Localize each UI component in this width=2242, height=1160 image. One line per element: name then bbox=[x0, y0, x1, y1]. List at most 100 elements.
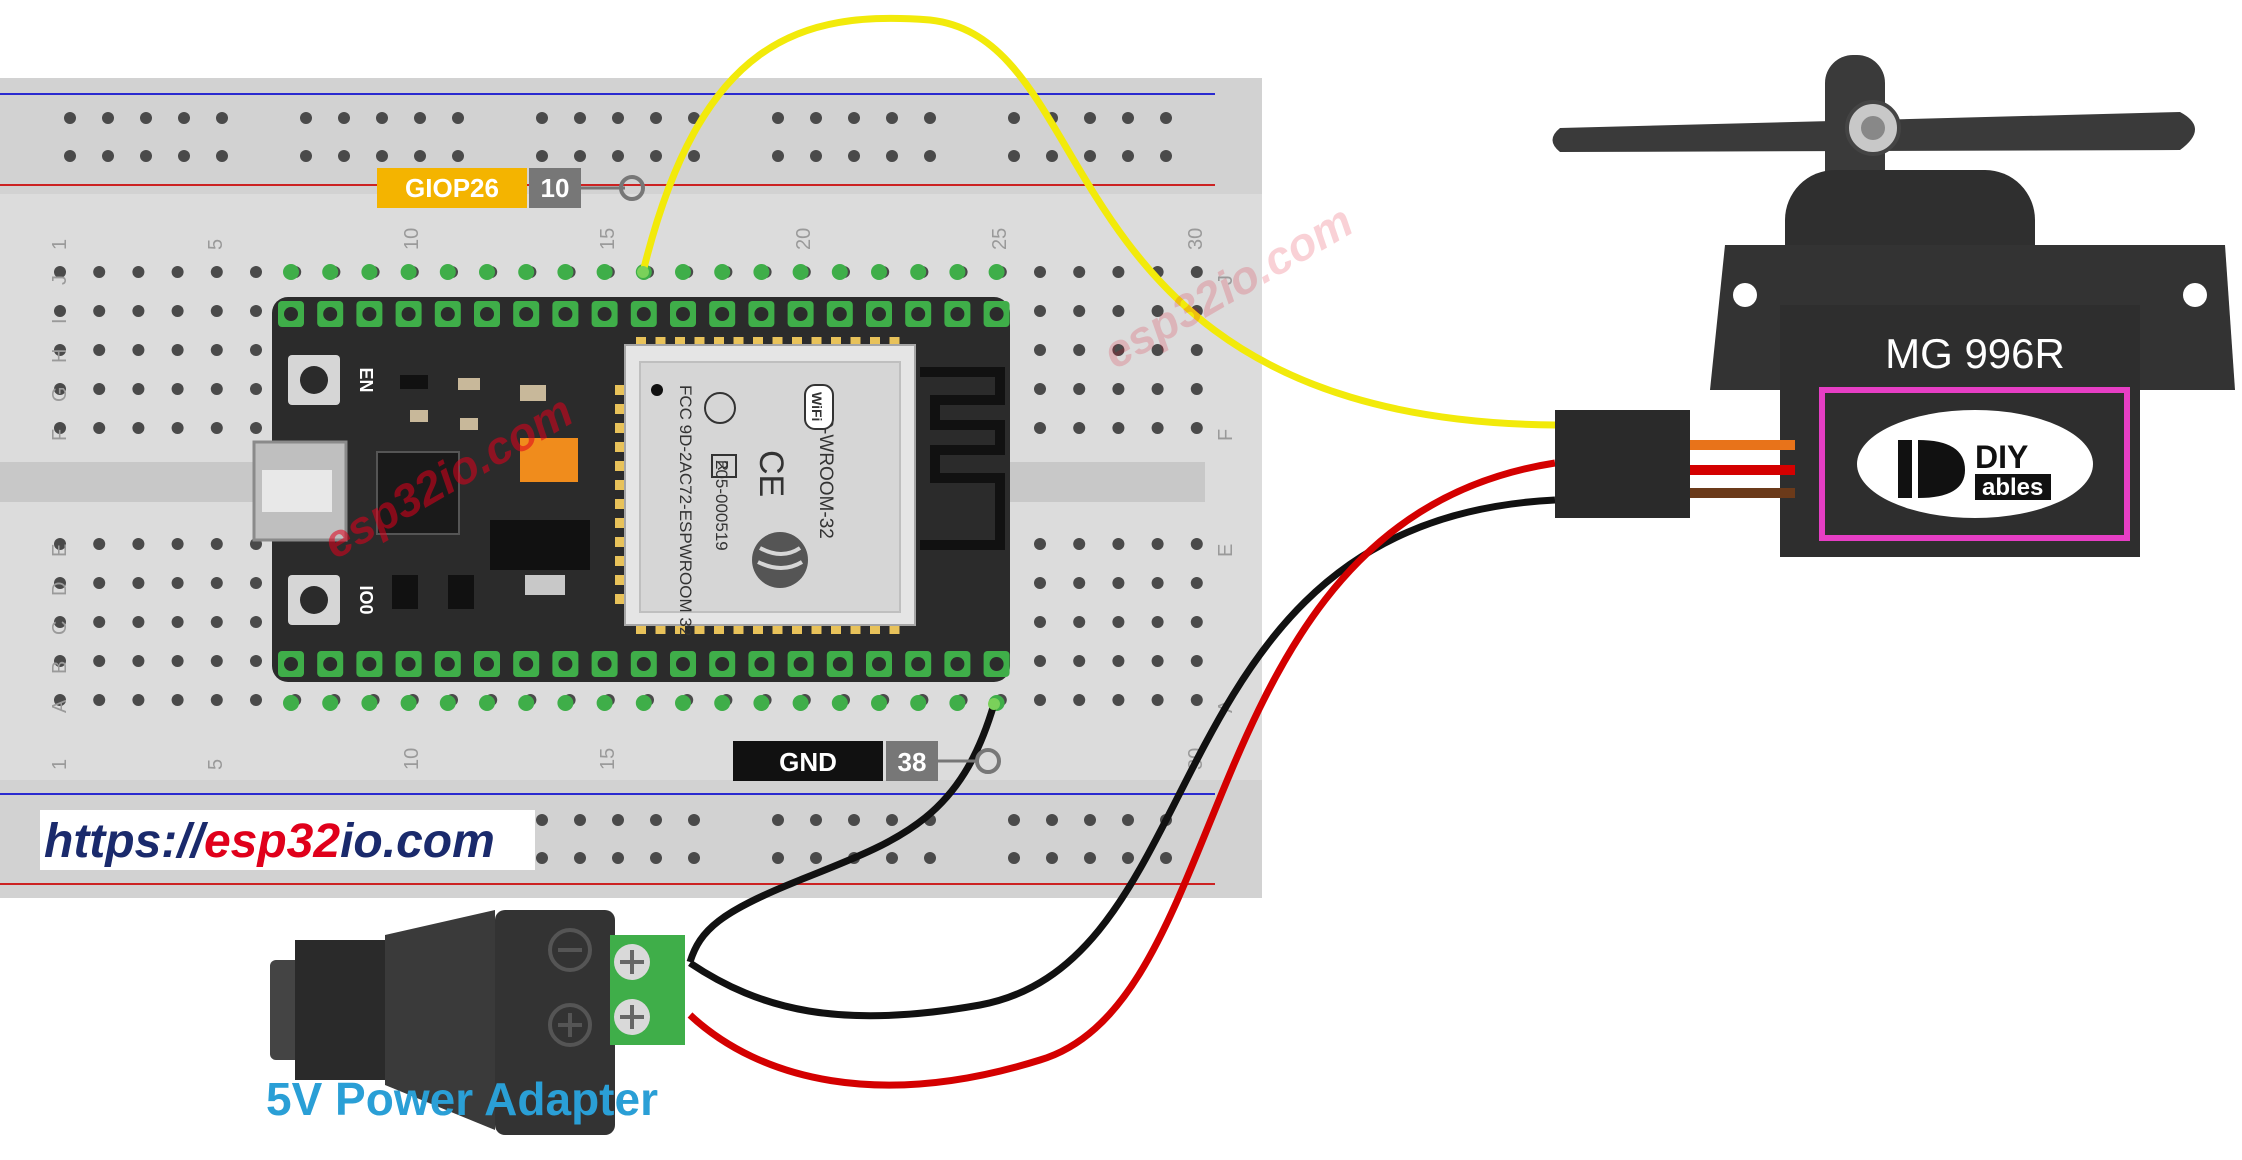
smd-component bbox=[520, 385, 546, 401]
breadboard-hole bbox=[250, 616, 262, 628]
header-pin-hole bbox=[793, 657, 808, 671]
rail-hole bbox=[574, 852, 586, 864]
wires bbox=[637, 14, 1556, 1089]
dc-power-adapter: 5V Power Adapter bbox=[266, 910, 685, 1135]
connected-hole bbox=[675, 695, 691, 711]
breadboard-hole bbox=[250, 694, 262, 706]
breadboard-hole bbox=[93, 538, 106, 550]
mount-hole-icon bbox=[1733, 283, 1757, 307]
rail-hole bbox=[574, 150, 586, 162]
breadboard-hole bbox=[54, 266, 66, 278]
row-letter-c: C bbox=[49, 621, 71, 635]
breadboard-hole bbox=[1151, 616, 1164, 628]
col-number-5: 5 bbox=[205, 239, 227, 250]
smd-component bbox=[460, 418, 478, 430]
connected-hole bbox=[518, 695, 535, 711]
rail-hole bbox=[300, 112, 312, 124]
header-pin-hole bbox=[676, 657, 690, 671]
breadboard-hole bbox=[132, 538, 145, 550]
rail-hole bbox=[536, 112, 548, 124]
servo-motor: MG 996R DIY ables esp32io.com bbox=[1094, 55, 2235, 557]
io0-button-label: IO0 bbox=[356, 585, 376, 614]
connected-hole bbox=[479, 695, 495, 711]
rail-hole bbox=[452, 112, 464, 124]
breadboard-hole bbox=[171, 655, 184, 667]
power-adapter-label: 5V Power Adapter bbox=[266, 1073, 658, 1125]
transistor bbox=[392, 575, 418, 609]
module-fcc: FCC 9D-2AC72-ESPWROOM 32 bbox=[676, 385, 695, 636]
module-pad bbox=[694, 620, 705, 634]
rail-hole bbox=[650, 852, 662, 864]
rail-hole bbox=[810, 112, 822, 124]
rail-hole bbox=[1160, 112, 1172, 124]
rail-hole bbox=[1008, 150, 1020, 162]
breadboard-hole bbox=[93, 422, 106, 434]
row-letter-a: A bbox=[49, 699, 71, 713]
module-pad bbox=[811, 620, 822, 634]
breadboard-hole bbox=[250, 305, 262, 317]
module-pad bbox=[615, 575, 629, 585]
breadboard-hole bbox=[132, 344, 145, 356]
header-pin-hole bbox=[754, 307, 769, 321]
breadboard-hole bbox=[54, 422, 66, 434]
rail-hole bbox=[924, 150, 936, 162]
breadboard-hole bbox=[1034, 266, 1046, 278]
website-url[interactable]: https://esp32io.com bbox=[40, 810, 535, 870]
rail-hole bbox=[772, 852, 784, 864]
connected-hole bbox=[361, 695, 378, 711]
col-number-5-bottom: 5 bbox=[205, 759, 227, 770]
rail-hole bbox=[1160, 150, 1172, 162]
connected-hole bbox=[792, 264, 809, 280]
rail-hole bbox=[102, 150, 114, 162]
breadboard-hole bbox=[54, 538, 66, 550]
breadboard-hole bbox=[54, 577, 66, 589]
rail-hole bbox=[1008, 852, 1020, 864]
breadboard-hole bbox=[1034, 616, 1046, 628]
ldo-regulator bbox=[490, 520, 590, 570]
breadboard-hole bbox=[93, 266, 106, 278]
breadboard-hole bbox=[93, 694, 106, 706]
breadboard-hole bbox=[132, 305, 145, 317]
gpio-pin-name: GIOP26 bbox=[405, 173, 499, 203]
connected-hole bbox=[439, 264, 456, 280]
breadboard-hole bbox=[1190, 383, 1203, 395]
connected-hole bbox=[871, 695, 887, 711]
breadboard-hole bbox=[210, 305, 223, 317]
io0-button[interactable]: IO0 bbox=[288, 575, 376, 625]
header-pin-hole bbox=[950, 307, 965, 321]
module-pad bbox=[615, 385, 629, 395]
connected-hole bbox=[949, 695, 966, 711]
logo-ables: ables bbox=[1982, 474, 2043, 501]
rail-hole bbox=[810, 852, 822, 864]
breadboard-hole bbox=[132, 422, 145, 434]
brand-logo-frame bbox=[1819, 387, 2130, 541]
breadboard-hole bbox=[1190, 266, 1203, 278]
breadboard-hole bbox=[1073, 305, 1086, 317]
breadboard-hole bbox=[54, 655, 66, 667]
breadboard-hole bbox=[171, 344, 184, 356]
rail-hole bbox=[1122, 814, 1134, 826]
connected-hole bbox=[792, 695, 809, 711]
module-pad bbox=[831, 620, 841, 634]
breadboard-hole bbox=[1073, 422, 1086, 434]
rail-hole bbox=[452, 150, 464, 162]
rail-hole bbox=[810, 150, 822, 162]
ground-wire-board bbox=[686, 703, 998, 964]
module-pad bbox=[615, 499, 629, 509]
header-pin-hole bbox=[362, 307, 377, 321]
header-pin-hole bbox=[911, 307, 926, 321]
rail-hole bbox=[1008, 814, 1020, 826]
gnd-pin-number: 38 bbox=[898, 747, 927, 777]
breadboard-hole bbox=[1034, 538, 1046, 550]
col-number-1: 1 bbox=[49, 239, 71, 250]
header-pin-hole bbox=[480, 657, 494, 671]
breadboard-hole bbox=[171, 538, 184, 550]
rail-hole bbox=[64, 112, 76, 124]
breadboard-hole bbox=[250, 266, 262, 278]
breadboard-hole bbox=[171, 422, 184, 434]
rail-hole bbox=[848, 112, 860, 124]
en-button[interactable]: EN bbox=[288, 355, 376, 405]
ground-wire-servo bbox=[688, 496, 1556, 1020]
breadboard-hole bbox=[93, 383, 106, 395]
